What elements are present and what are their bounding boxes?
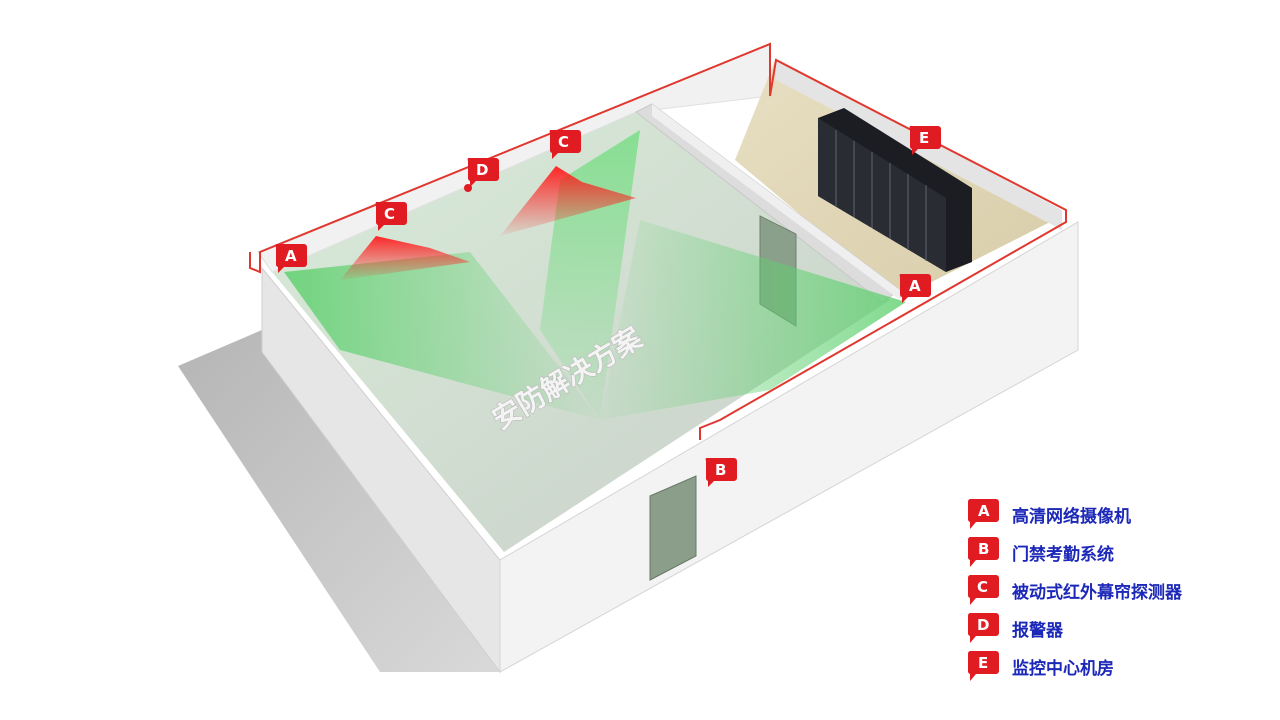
legend-badge-b: B (968, 537, 999, 567)
legend-item-c: C 被动式红外幕帘探测器 (968, 571, 1268, 609)
svg-text:D: D (977, 616, 989, 634)
svg-text:A: A (909, 277, 921, 295)
front-door (649, 475, 697, 581)
svg-text:D: D (476, 161, 488, 179)
legend-badge-e: E (968, 651, 999, 681)
front-outer-wall (499, 221, 1079, 673)
svg-text:B: B (715, 461, 726, 479)
svg-text:A: A (978, 502, 990, 520)
legend-badge-a: A (968, 499, 999, 529)
legend-label-d: 报警器 (1012, 620, 1063, 641)
legend-item-a: A 高清网络摄像机 (968, 495, 1268, 533)
camera-cone-right (600, 220, 906, 420)
legend-label-b: 门禁考勤系统 (1012, 544, 1114, 565)
svg-text:C: C (558, 133, 569, 151)
svg-text:C: C (384, 205, 395, 223)
svg-text:A: A (285, 247, 297, 265)
marker-c-right: C (549, 130, 581, 159)
svg-text:E: E (978, 654, 988, 672)
alarm-siren-icon (464, 184, 472, 192)
alarm-cable (249, 42, 1067, 440)
marker-c-left: C (375, 202, 407, 231)
legend-badge-c: C (968, 575, 999, 605)
marker-d: D (467, 158, 499, 187)
legend-label-e: 监控中心机房 (1012, 658, 1114, 679)
legend-item-b: B 门禁考勤系统 (968, 533, 1268, 571)
legend-item-e: E 监控中心机房 (968, 647, 1268, 685)
legend-badge-d: D (968, 613, 999, 643)
detector-cone-2 (500, 166, 636, 236)
partition-wall-face (652, 104, 900, 300)
svg-text:C: C (977, 578, 988, 596)
camera-cone-left (284, 252, 600, 420)
marker-a-right: A (899, 274, 931, 303)
legend: A 高清网络摄像机 B 门禁考勤系统 C 被动式红外幕帘探测器 D 报警器 E … (968, 495, 1268, 685)
svg-text:E: E (919, 129, 929, 147)
legend-label-a: 高清网络摄像机 (1012, 506, 1131, 527)
legend-label-c: 被动式红外幕帘探测器 (1012, 582, 1182, 603)
marker-a-left: A (275, 244, 307, 273)
marker-e: E (909, 126, 941, 155)
svg-text:B: B (978, 540, 989, 558)
server-racks-front (818, 118, 946, 272)
server-rack-doors (835, 130, 927, 261)
ground-shadow (178, 330, 500, 672)
marker-b: B (705, 458, 737, 487)
detector-cone-1 (340, 236, 470, 280)
legend-item-d: D 报警器 (968, 609, 1268, 647)
